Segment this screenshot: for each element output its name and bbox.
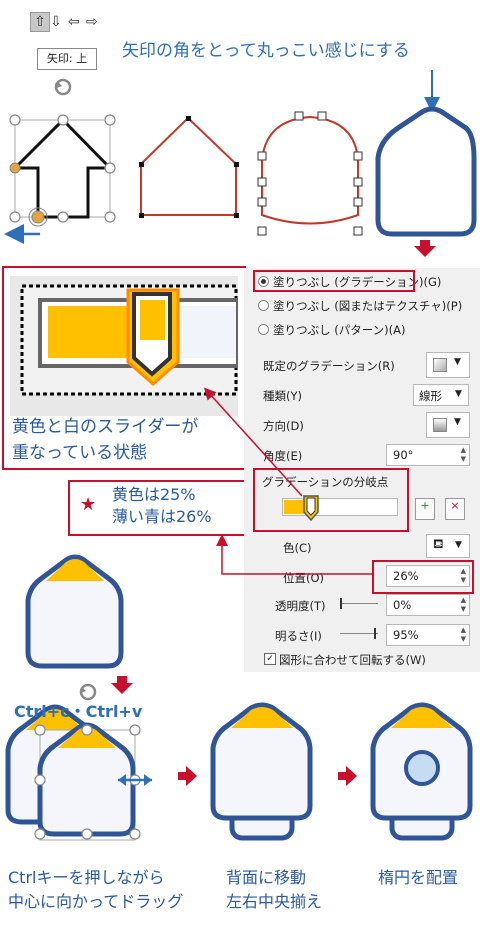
angle-spinner-icon[interactable]: ▲▼ <box>460 446 466 463</box>
direction-swatch-icon <box>433 418 447 432</box>
arrow-down-icon[interactable]: ⇩ <box>50 14 62 30</box>
chevron-down-icon: ▼ <box>455 540 462 550</box>
paint-bucket-icon: ⛾ <box>433 537 444 552</box>
fill-option-gradient-label: 塗りつぶし (グラデーション)(G) <box>273 275 442 289</box>
fill-option-pattern-label: 塗りつぶし (パターン)(A) <box>273 323 406 337</box>
headline-annotation: 矢印の角をとって丸っこい感じにする <box>122 41 410 61</box>
direction-label: 方向(D) <box>263 419 304 433</box>
brightness-value: 95% <box>393 628 419 642</box>
remove-stop-button[interactable]: × <box>445 498 465 520</box>
stop-note-line2: 薄い青は26% <box>112 507 212 526</box>
chevron-down-icon: ▼ <box>454 357 461 367</box>
brightness-slider[interactable] <box>340 633 378 634</box>
gradient-shape-result <box>25 554 124 669</box>
step1-caption-line1: Ctrlキーを押しながら <box>8 868 165 887</box>
brightness-input[interactable]: 95% ▲▼ <box>386 624 470 646</box>
transparency-slider-thumb[interactable] <box>340 598 342 609</box>
fill-option-picture[interactable]: 塗りつぶし (図またはテクスチャ)(P) <box>258 298 462 314</box>
step1-caption: Ctrlキーを押しながら 中心に向かってドラッグ <box>8 866 183 914</box>
rotate-handle-icon[interactable] <box>54 78 72 96</box>
step2-caption-line1: 背面に移動 <box>226 868 307 887</box>
slider-callout-line2: 重なっている状態 <box>12 443 148 463</box>
step3-caption: 楕円を配置 <box>378 866 458 890</box>
brightness-spinner-icon[interactable]: ▲▼ <box>460 626 466 643</box>
step3-caption-line1: 楕円を配置 <box>378 868 459 887</box>
shape-steps-illustration <box>4 70 477 257</box>
chevron-down-icon: ▼ <box>455 389 462 399</box>
gradient-option-highlight <box>253 270 415 292</box>
gradient-swatch-icon <box>433 358 447 372</box>
shape-toolbar: ⇧ ⇩ ⇦ ⇨ <box>30 12 100 32</box>
arrow-left-icon[interactable]: ⇦ <box>68 14 80 30</box>
transparency-spinner-icon[interactable]: ▲▼ <box>460 596 466 613</box>
fill-option-pattern[interactable]: 塗りつぶし (パターン)(A) <box>258 322 406 338</box>
transparency-value: 0% <box>393 598 412 612</box>
fill-option-picture-label: 塗りつぶし (図またはテクスチャ)(P) <box>273 299 463 313</box>
star-icon: ★ <box>80 494 97 515</box>
step1-caption-line2: 中心に向かってドラッグ <box>8 892 184 911</box>
type-value: 線形 <box>419 389 442 403</box>
brightness-label: 明るさ(I) <box>275 629 322 643</box>
angle-value: 90° <box>393 448 414 462</box>
type-label: 種類(Y) <box>263 389 302 403</box>
preset-gradient-dropdown[interactable]: ▼ <box>426 352 470 378</box>
transparency-input[interactable]: 0% ▲▼ <box>386 594 470 616</box>
rocket-steps-illustration <box>5 676 473 841</box>
angle-label: 角度(E) <box>263 449 303 463</box>
gradient-stop-handle-icon[interactable] <box>302 494 320 522</box>
preset-gradient-label: 既定のグラデーション(R) <box>263 359 395 373</box>
brightness-slider-thumb[interactable] <box>374 628 376 639</box>
radio-pattern-icon[interactable] <box>258 324 269 335</box>
arrow-up-icon[interactable]: ⇧ <box>30 12 50 32</box>
stop-note-line1: 黄色は25% <box>112 485 196 504</box>
transparency-label: 透明度(T) <box>275 599 326 613</box>
position-spinner-icon[interactable]: ▲▼ <box>460 567 466 584</box>
slider-callout-text: 黄色と白のスライダーが 重なっている状態 <box>12 414 198 466</box>
stop-note-text: 黄色は25% 薄い青は26% <box>112 484 212 528</box>
radio-picture-icon[interactable] <box>258 300 269 311</box>
color-picker[interactable]: ⛾ ▼ <box>426 534 470 558</box>
stop-note-callout <box>68 480 247 536</box>
slider-callout-line1: 黄色と白のスライダーが <box>12 417 199 437</box>
rotate-with-shape-label: 図形に合わせて回転する(W) <box>279 653 426 667</box>
transparency-slider[interactable] <box>340 603 378 604</box>
copy-paste-hint: Ctrl+c・Ctrl+v <box>14 702 143 721</box>
type-dropdown[interactable]: 線形 ▼ <box>413 384 469 406</box>
gradient-stops-label: グラデーションの分岐点 <box>262 475 389 489</box>
chevron-down-icon: ▼ <box>454 417 461 427</box>
angle-input[interactable]: 90° ▲▼ <box>386 444 470 466</box>
position-highlight <box>372 560 474 594</box>
checkbox-checked-icon[interactable]: ✓ <box>264 653 276 665</box>
step2-caption: 背面に移動 左右中央揃え <box>226 866 322 914</box>
position-value: 26% <box>393 569 419 583</box>
gradient-stops-highlight <box>253 468 409 532</box>
add-stop-button[interactable]: + <box>415 498 435 520</box>
color-label: 色(C) <box>283 541 312 555</box>
radio-gradient-icon[interactable] <box>258 276 269 287</box>
direction-dropdown[interactable]: ▼ <box>426 412 470 438</box>
rotate-with-shape-option[interactable]: ✓ 図形に合わせて回転する(W) <box>264 652 426 668</box>
arrow-right-icon[interactable]: ⇨ <box>86 14 98 30</box>
position-input[interactable]: 26% ▲▼ <box>386 565 470 587</box>
slider-zoom-illustration <box>10 276 238 416</box>
tooltip: 矢印: 上 <box>37 48 97 70</box>
fill-option-gradient[interactable]: 塗りつぶし (グラデーション)(G) <box>258 274 441 290</box>
step2-caption-line2: 左右中央揃え <box>226 892 323 911</box>
